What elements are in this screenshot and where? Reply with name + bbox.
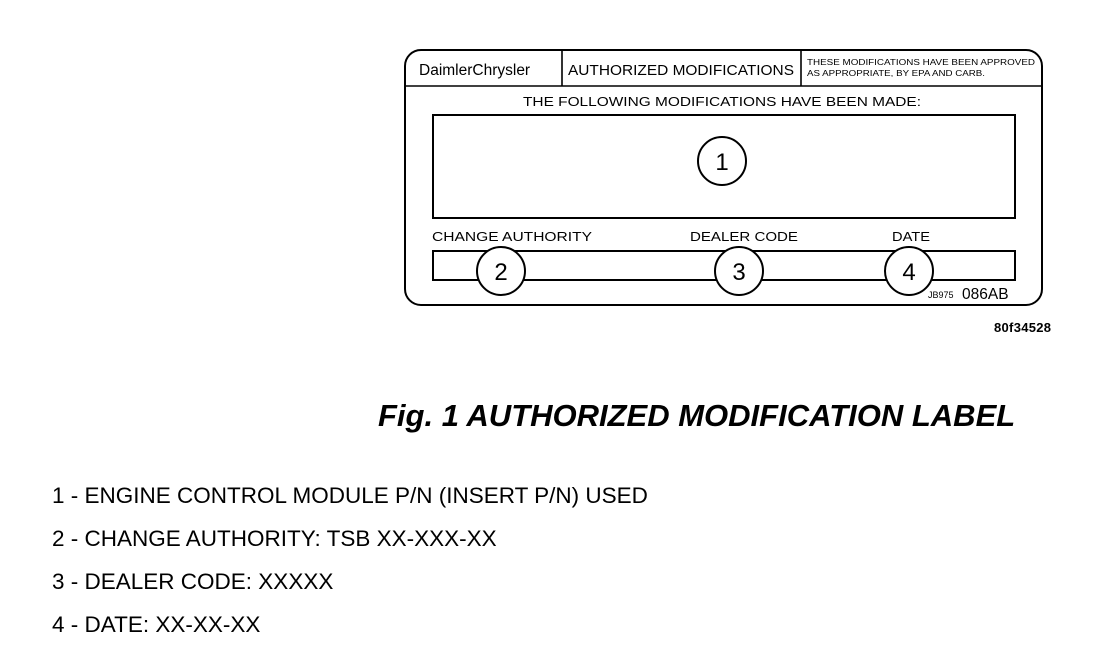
callout-3-circle [714, 246, 764, 296]
callout-3: 3 [732, 259, 745, 286]
figure-id: 80f34528 [994, 320, 1052, 335]
modification-label: DaimlerChrysler AUTHORIZED MODIFICATIONS… [404, 49, 1043, 306]
brand-name: DaimlerChrysler [419, 62, 530, 79]
callout-2-circle [476, 246, 526, 296]
dealer-code-label: DEALER CODE [690, 229, 798, 244]
figure-caption: Fig. 1 AUTHORIZED MODIFICATION LABEL [378, 398, 1016, 433]
label-code-small: JB975 [928, 290, 954, 300]
legend-item-4: 4 - DATE: XX-XX-XX [52, 612, 261, 637]
legend-item-1: 1 - ENGINE CONTROL MODULE P/N (INSERT P/… [52, 483, 648, 508]
approval-note-line1: THESE MODIFICATIONS HAVE BEEN APPROVED [807, 58, 1035, 67]
date-label: DATE [892, 229, 930, 244]
legend-item-3: 3 - DEALER CODE: XXXXX [52, 569, 334, 594]
legend-item-2: 2 - CHANGE AUTHORITY: TSB XX-XXX-XX [52, 526, 497, 551]
callout-1-circle [697, 136, 747, 186]
label-code-large: 086AB [962, 286, 1009, 303]
callout-4-circle [884, 246, 934, 296]
callout-1: 1 [715, 149, 728, 176]
modification-box [432, 114, 1016, 219]
approval-note-line2: AS APPROPRIATE, BY EPA AND CARB. [807, 69, 985, 78]
label-heading: AUTHORIZED MODIFICATIONS [568, 63, 794, 79]
callout-2: 2 [494, 259, 507, 286]
intro-text: THE FOLLOWING MODIFICATIONS HAVE BEEN MA… [523, 94, 921, 109]
change-authority-label: CHANGE AUTHORITY [432, 229, 592, 244]
legend-list: 1 - ENGINE CONTROL MODULE P/N (INSERT P/… [52, 474, 648, 646]
callout-4: 4 [902, 259, 915, 286]
